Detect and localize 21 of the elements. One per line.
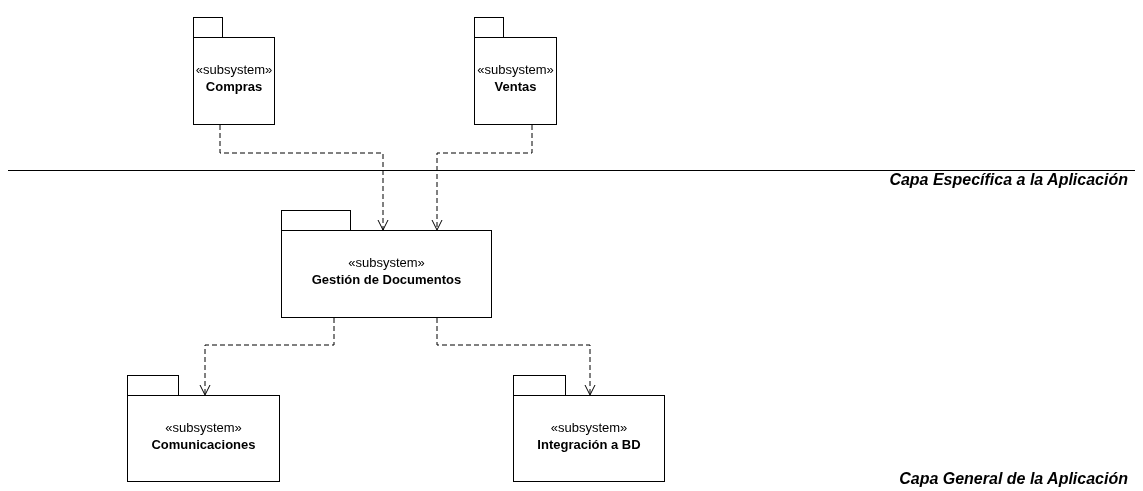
stereotype-text: «subsystem» bbox=[476, 61, 555, 78]
dependency-arrow bbox=[436, 317, 596, 396]
package-name: Compras bbox=[204, 78, 264, 95]
package-node bbox=[474, 17, 557, 125]
stereotype-text: «subsystem» bbox=[194, 61, 274, 78]
dependency-arrow bbox=[431, 124, 533, 231]
package-name: Comunicaciones bbox=[150, 436, 257, 453]
stereotype-text: «subsystem» bbox=[164, 419, 243, 436]
dependency-arrow bbox=[219, 124, 389, 231]
package-node bbox=[281, 210, 492, 318]
package-node bbox=[513, 375, 665, 482]
package-name: Gestión de Documentos bbox=[310, 271, 463, 288]
stereotype-text: «subsystem» bbox=[549, 419, 629, 436]
package-name: Ventas bbox=[493, 78, 538, 95]
stereotype-text: «subsystem» bbox=[347, 254, 426, 271]
package-node bbox=[127, 375, 280, 482]
package-node bbox=[193, 17, 275, 125]
package-name: Integración a BD bbox=[536, 436, 642, 453]
dependency-arrow bbox=[199, 317, 335, 396]
layer-label: Capa General de la Aplicación bbox=[899, 470, 1128, 488]
layer-label: Capa Específica a la Aplicación bbox=[889, 171, 1128, 189]
